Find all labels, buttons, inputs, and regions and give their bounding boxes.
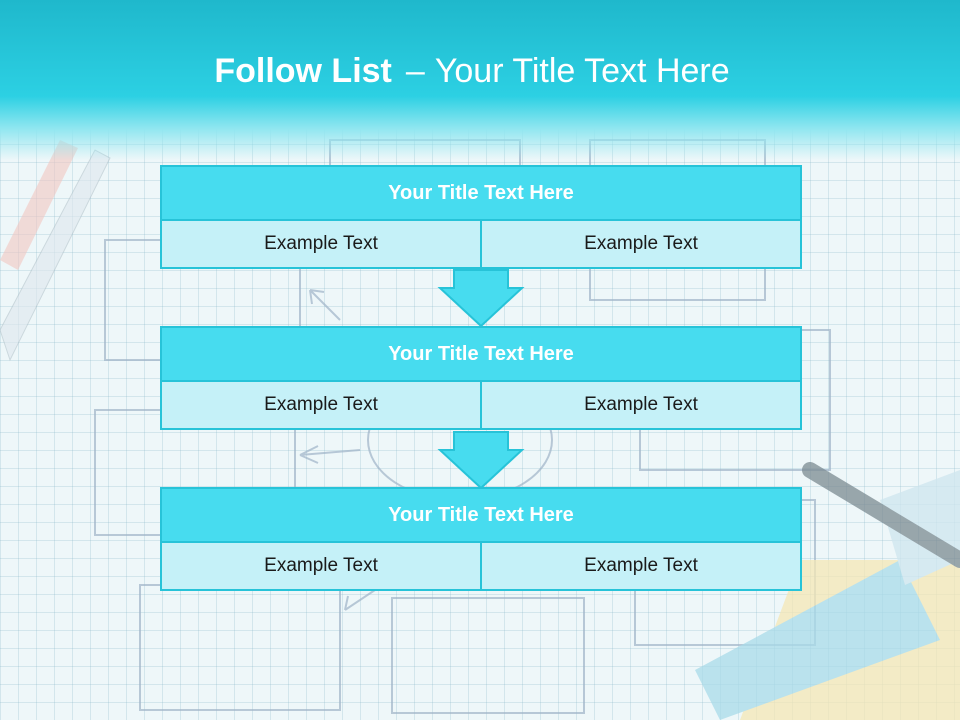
list-block-1: Your Title Text Here Example Text Exampl… [160, 165, 802, 269]
header-band [0, 0, 960, 160]
title-rest: Your Title Text Here [434, 52, 730, 90]
block-cell-left: Example Text [160, 219, 482, 269]
down-arrow-icon [437, 431, 525, 490]
list-block-3: Your Title Text Here Example Text Exampl… [160, 487, 802, 591]
block-cell-right: Example Text [480, 380, 802, 430]
block-title: Your Title Text Here [160, 487, 802, 543]
block-title: Your Title Text Here [160, 326, 802, 382]
block-title: Your Title Text Here [160, 165, 802, 221]
block-row: Example Text Example Text [160, 219, 802, 269]
down-arrow-icon [437, 269, 525, 328]
block-row: Example Text Example Text [160, 380, 802, 430]
page-title: Follow List–Your Title Text Here [0, 52, 944, 91]
list-block-2: Your Title Text Here Example Text Exampl… [160, 326, 802, 430]
block-row: Example Text Example Text [160, 541, 802, 591]
block-cell-left: Example Text [160, 380, 482, 430]
block-cell-right: Example Text [480, 541, 802, 591]
block-cell-left: Example Text [160, 541, 482, 591]
block-cell-right: Example Text [480, 219, 802, 269]
title-dash: – [405, 52, 425, 90]
title-bold: Follow List [214, 52, 392, 90]
